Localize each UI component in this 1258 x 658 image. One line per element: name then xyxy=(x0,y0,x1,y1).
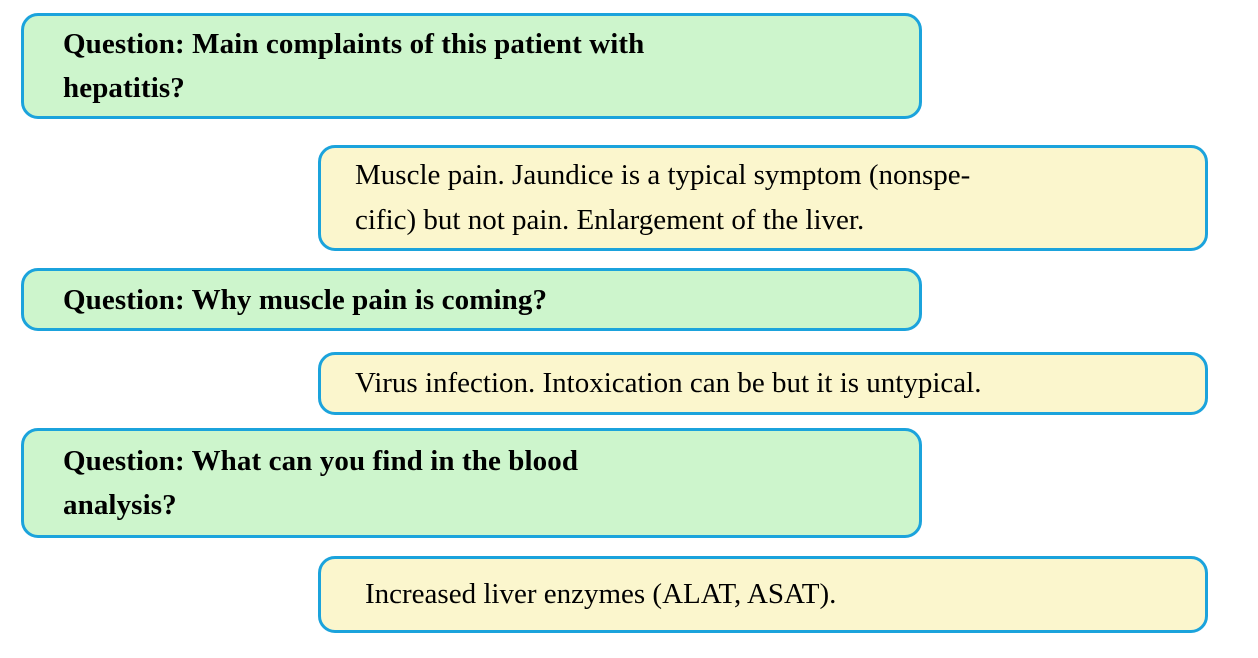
question-bubble-2-text: Question: Why muscle pain is coming? xyxy=(63,283,548,316)
question-bubble-3-text: Question: What can you find in the blood… xyxy=(63,445,579,521)
answer-bubble-2: Virus infection. Intoxication can be but… xyxy=(318,352,1208,415)
question-bubble-1-text: Question: Main complaints of this patien… xyxy=(63,28,645,104)
answer-bubble-1: Muscle pain. Jaundice is a typical sympt… xyxy=(318,145,1208,251)
answer-bubble-2-text: Virus infection. Intoxication can be but… xyxy=(355,367,982,399)
question-bubble-1: Question: Main complaints of this patien… xyxy=(21,13,922,119)
question-bubble-2: Question: Why muscle pain is coming? xyxy=(21,268,922,331)
answer-bubble-1-text: Muscle pain. Jaundice is a typical sympt… xyxy=(355,159,971,236)
question-bubble-3: Question: What can you find in the blood… xyxy=(21,428,922,538)
answer-bubble-3: Increased liver enzymes (ALAT, ASAT). xyxy=(318,556,1208,633)
answer-bubble-3-text: Increased liver enzymes (ALAT, ASAT). xyxy=(365,578,837,610)
